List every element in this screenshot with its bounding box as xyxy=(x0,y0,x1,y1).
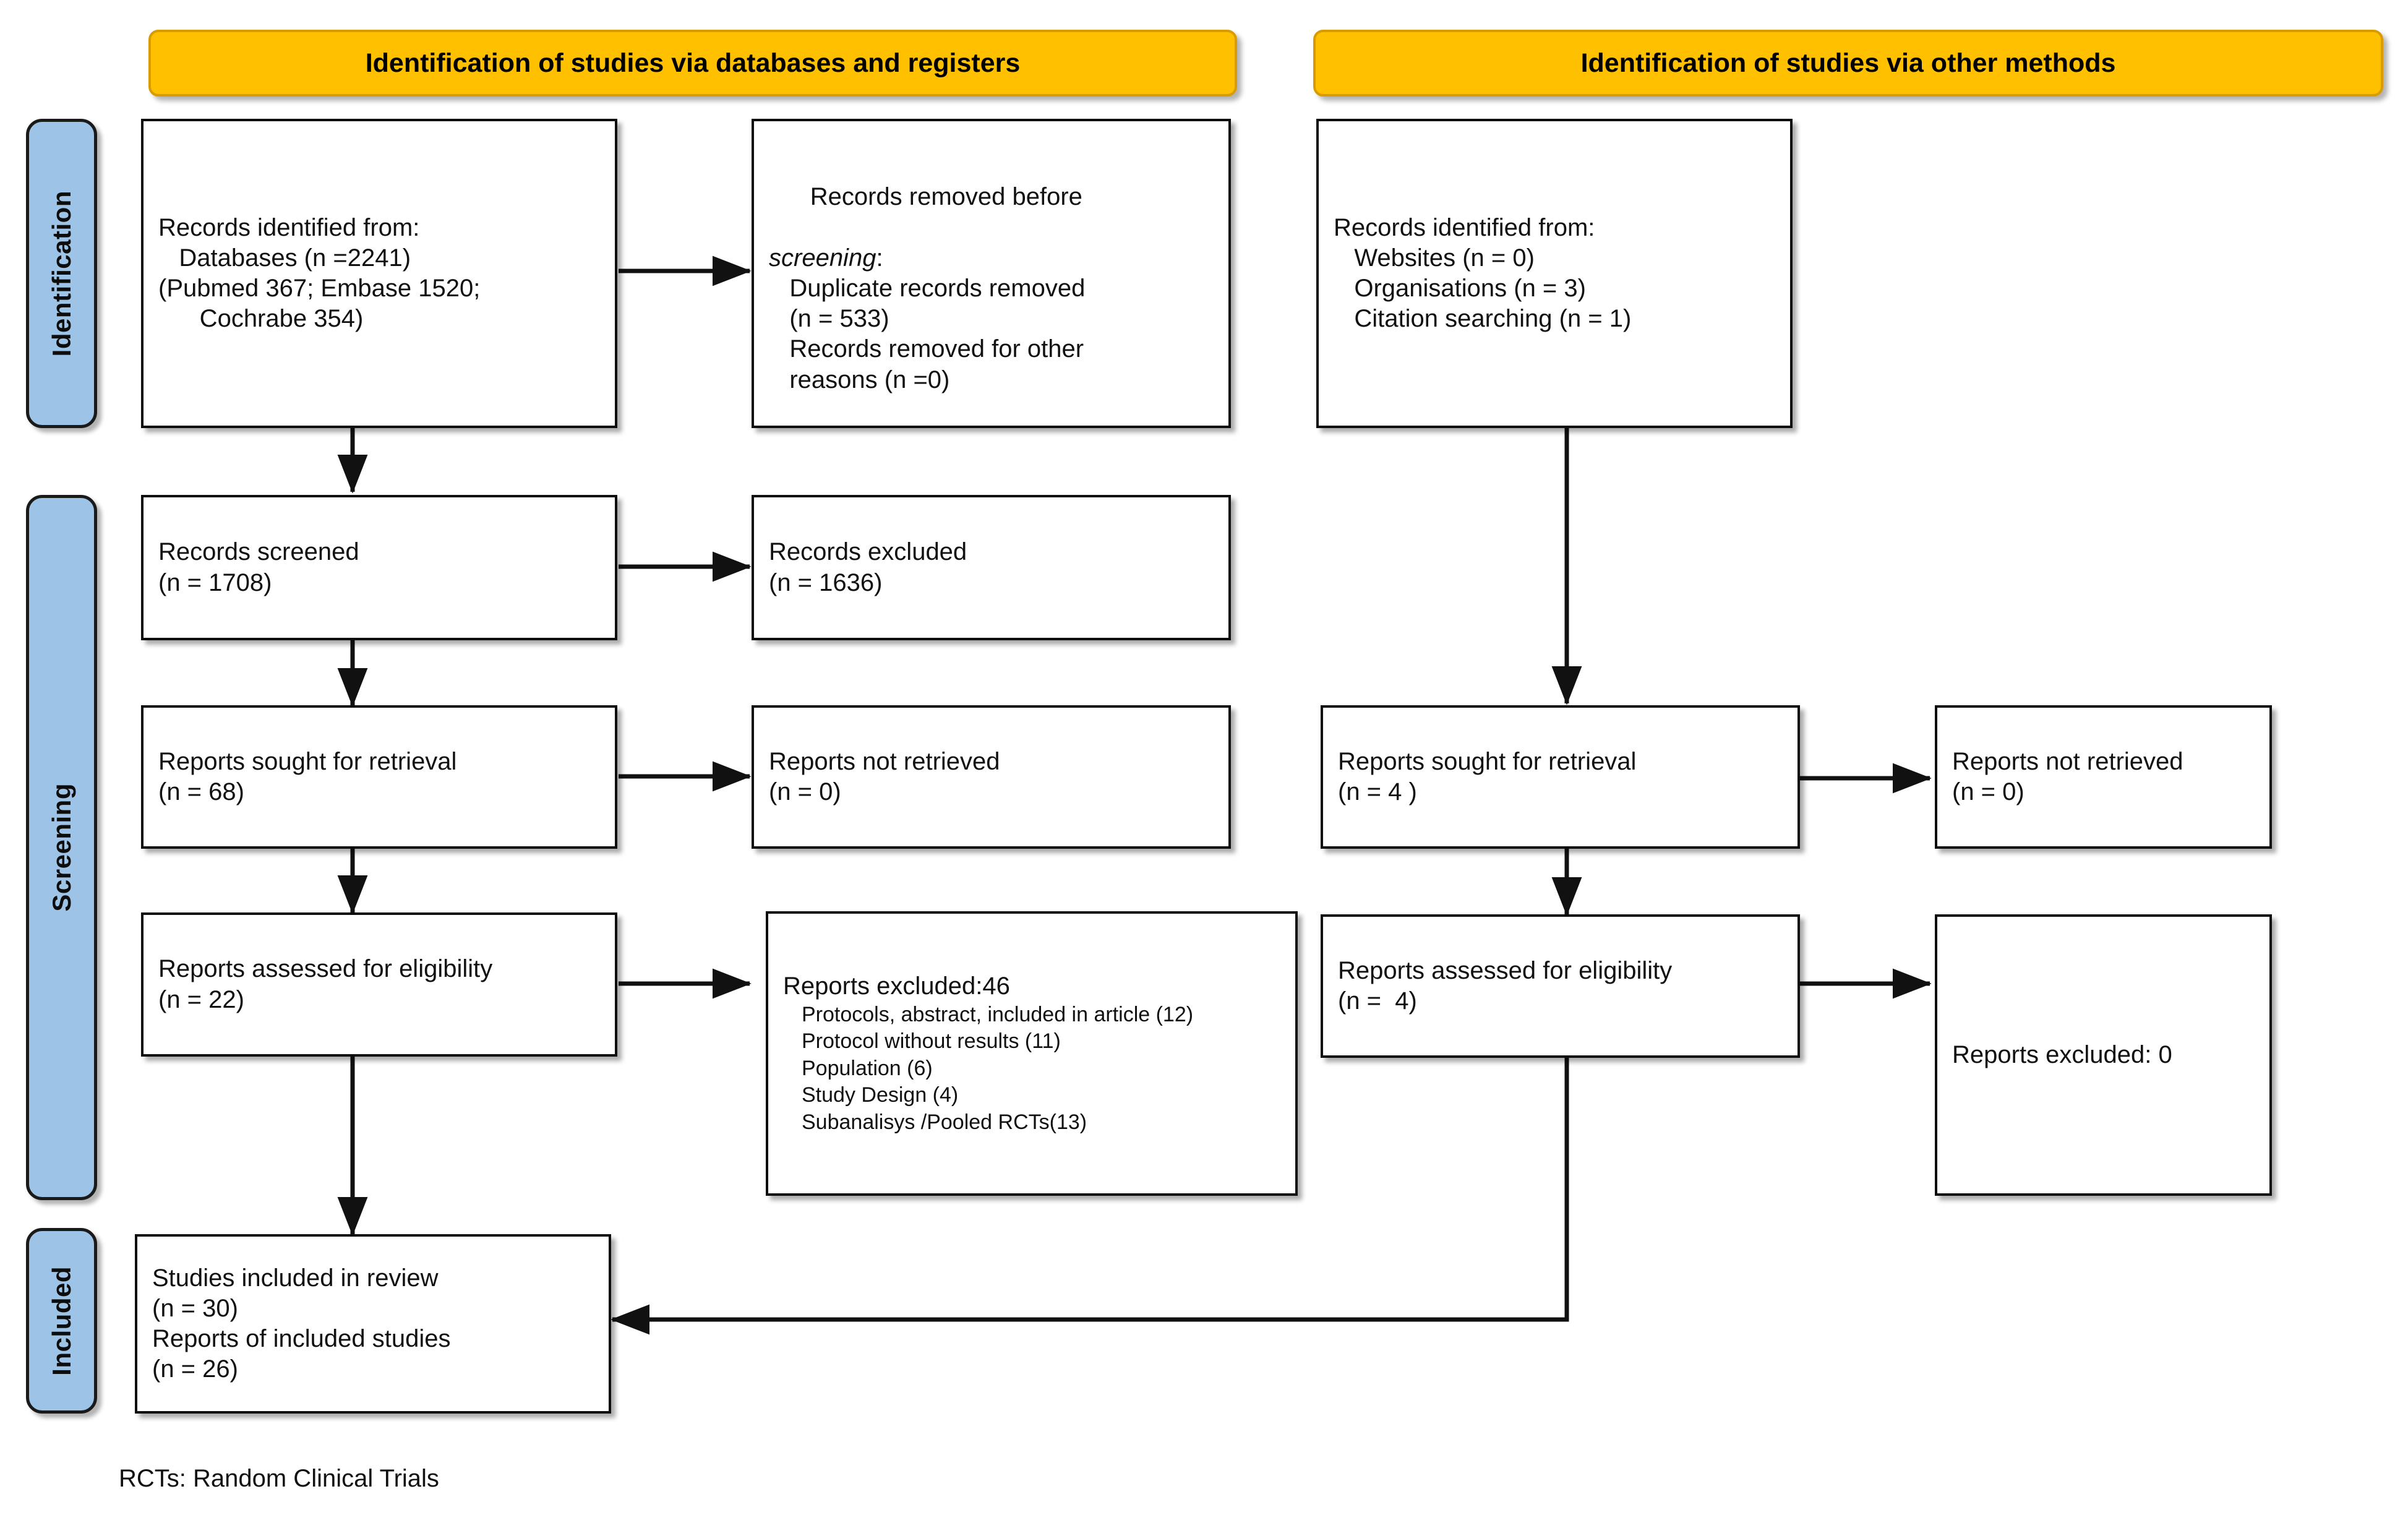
box-line: (n = 68) xyxy=(158,778,244,805)
box-line: Records screened xyxy=(158,538,359,566)
box-line: (n = 4) xyxy=(1338,987,1417,1015)
box-line: Reports excluded: 0 xyxy=(1952,1041,2172,1068)
banner-other-methods: Identification of studies via other meth… xyxy=(1313,30,2383,97)
excluded-reason: Study Design (4) xyxy=(802,1083,959,1107)
box-records-identified-other-methods: Records identified from: Websites (n = 0… xyxy=(1316,119,1793,428)
box-line: (n = 1708) xyxy=(158,569,272,596)
box-line: (n = 1636) xyxy=(769,569,883,596)
box-studies-included-in-review: Studies included in review (n = 30) Repo… xyxy=(135,1234,611,1414)
box-line-removed-2: screening: xyxy=(769,244,883,272)
box-records-screened: Records screened (n = 1708) xyxy=(141,495,617,640)
box-records-removed-before-screening: Records removed before screening: Duplic… xyxy=(752,119,1231,428)
box-line: (n = 22) xyxy=(158,985,244,1013)
box-line: Reports assessed for eligibility xyxy=(158,955,493,983)
box-line: Duplicate records removed xyxy=(769,275,1086,302)
box-line: (n = 4 ) xyxy=(1338,778,1417,805)
box-line: Reports not retrieved xyxy=(769,747,1000,775)
box-line: Reports assessed for eligibility xyxy=(1338,956,1673,984)
box-line: (n = 0) xyxy=(1952,778,2025,805)
box-reports-not-retrieved-right: Reports not retrieved (n = 0) xyxy=(1935,705,2272,849)
box-reports-assessed-eligibility-right: Reports assessed for eligibility (n = 4) xyxy=(1321,914,1800,1058)
box-line: Reports sought for retrieval xyxy=(158,747,457,775)
footnote-rcts: RCTs: Random Clinical Trials xyxy=(119,1465,439,1492)
banner-databases-label: Identification of studies via databases … xyxy=(365,48,1021,78)
box-reports-sought-retrieval-left: Reports sought for retrieval (n = 68) xyxy=(141,705,617,849)
box-line: Reports of included studies xyxy=(152,1325,451,1352)
box-line: Databases (n =2241) xyxy=(158,244,411,272)
stage-label-identification: Identification xyxy=(46,190,76,357)
box-line: Records identified from: xyxy=(158,213,420,241)
box-reports-excluded-right: Reports excluded: 0 xyxy=(1935,914,2272,1196)
stage-pill-included: Included xyxy=(26,1228,97,1414)
box-line: Records excluded xyxy=(769,538,967,566)
box-line: (n = 0) xyxy=(769,778,841,805)
box-reports-assessed-eligibility-left: Reports assessed for eligibility (n = 22… xyxy=(141,912,617,1057)
box-line: Citation searching (n = 1) xyxy=(1334,305,1632,333)
box-reports-not-retrieved-left: Reports not retrieved (n = 0) xyxy=(752,705,1231,849)
box-line: (n = 26) xyxy=(152,1355,238,1383)
removed-prefix: Records removed xyxy=(810,183,1013,211)
box-records-identified-databases: Records identified from: Databases (n =2… xyxy=(141,119,617,428)
stage-label-screening: Screening xyxy=(46,783,76,912)
box-line: Records identified from: xyxy=(1334,213,1595,241)
box-line: Organisations (n = 3) xyxy=(1334,275,1586,302)
box-line: (n = 533) xyxy=(769,305,889,333)
box-line: Websites (n = 0) xyxy=(1334,244,1535,272)
box-line: Reports not retrieved xyxy=(1952,747,2183,775)
stage-pill-identification: Identification xyxy=(26,119,97,428)
box-reports-sought-retrieval-right: Reports sought for retrieval (n = 4 ) xyxy=(1321,705,1800,849)
excluded-reason: Population (6) xyxy=(802,1056,933,1080)
excluded-heading: Reports excluded:46 xyxy=(783,972,1010,1000)
colon: : xyxy=(876,244,883,272)
box-reports-excluded-detail-left: Reports excluded:46 Protocols, abstract,… xyxy=(766,911,1298,1196)
banner-databases-registers: Identification of studies via databases … xyxy=(148,30,1237,97)
excluded-reason: Protocols, abstract, included in article… xyxy=(802,1002,1194,1026)
stage-pill-screening: Screening xyxy=(26,495,97,1200)
box-line: reasons (n =0) xyxy=(769,366,950,393)
box-line: (Pubmed 367; Embase 1520; xyxy=(158,275,481,302)
stage-label-included: Included xyxy=(46,1266,76,1376)
box-line: Records removed for other xyxy=(769,335,1084,363)
box-line: Cochrabe 354) xyxy=(158,305,364,333)
box-line: (n = 30) xyxy=(152,1294,238,1322)
removed-before-italic: before xyxy=(1012,183,1082,211)
excluded-reason: Subanalisys /Pooled RCTs(13) xyxy=(802,1110,1087,1134)
box-line-removed-1: Records removed before xyxy=(769,152,1214,243)
box-line: Studies included in review xyxy=(152,1264,439,1292)
banner-other-label: Identification of studies via other meth… xyxy=(1580,48,2116,78)
box-line: Reports sought for retrieval xyxy=(1338,747,1637,775)
excluded-reason: Protocol without results (11) xyxy=(802,1029,1061,1054)
box-records-excluded: Records excluded (n = 1636) xyxy=(752,495,1231,640)
